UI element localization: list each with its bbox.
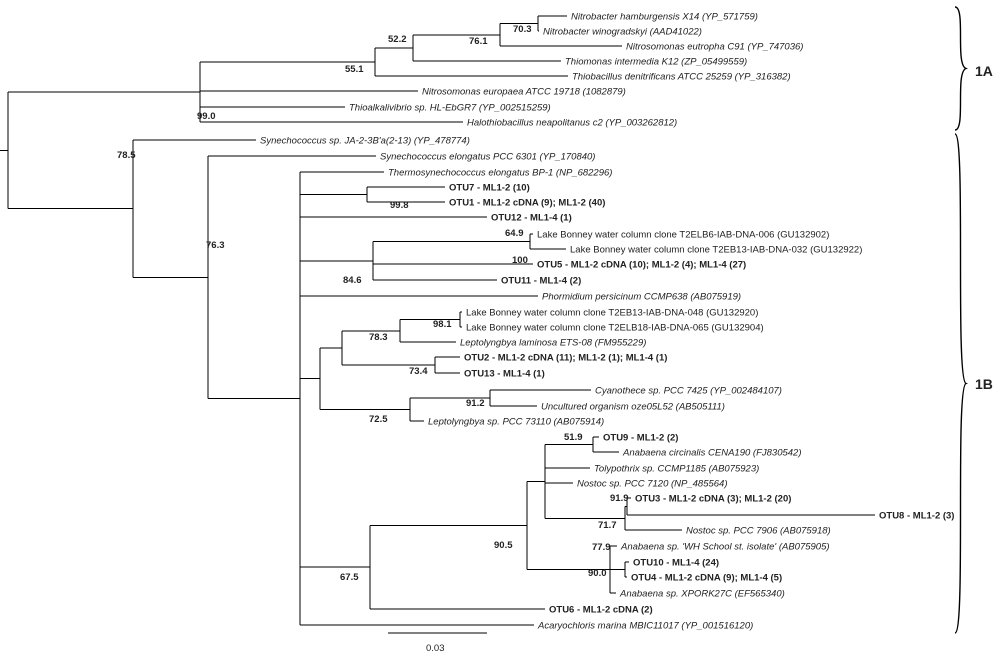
bootstrap-value: 67.5 xyxy=(340,572,359,583)
taxon-label: OTU5 - ML1-2 cDNA (10); ML1-2 (4); ML1-4… xyxy=(537,260,746,271)
bootstrap-value: 73.4 xyxy=(409,366,428,377)
taxon-label: OTU4 - ML1-2 cDNA (9); ML1-4 (5) xyxy=(631,573,782,584)
taxon-label: OTU8 - ML1-2 (3) xyxy=(879,511,954,522)
taxon-label: Nitrosomonas europaea ATCC 19718 (108287… xyxy=(422,87,626,98)
taxon-label: OTU2 - ML1-2 cDNA (11); ML1-2 (1); ML1-4… xyxy=(464,353,667,364)
bootstrap-value: 98.1 xyxy=(433,319,452,330)
bootstrap-value: 70.3 xyxy=(513,24,532,35)
bootstrap-value: 77.9 xyxy=(592,542,611,553)
taxon-label: Phormidium persicinum CCMP638 (AB075919) xyxy=(542,292,741,303)
taxon-label: Anabaena circinalis CENA190 (FJ830542) xyxy=(622,448,802,459)
taxon-label: Lake Bonney water column clone T2ELB6-IA… xyxy=(537,230,829,241)
bootstrap-value: 99.8 xyxy=(390,200,409,211)
scale-bar-label: 0.03 xyxy=(426,643,445,654)
taxon-label: Nitrobacter winogradskyi (AAD41022) xyxy=(543,27,702,38)
bootstrap-value: 90.5 xyxy=(494,540,513,551)
bootstrap-value: 78.5 xyxy=(117,150,136,161)
taxon-label: OTU11 - ML1-4 (2) xyxy=(501,276,581,287)
taxon-label: OTU12 - ML1-4 (1) xyxy=(491,213,572,224)
bootstrap-value: 76.3 xyxy=(206,240,225,251)
taxon-label: Synechococcus sp. JA-2-3B'a(2-13) (YP_47… xyxy=(260,136,470,147)
taxon-label: Lake Bonney water column clone T2ELB18-I… xyxy=(466,323,764,334)
taxon-label: OTU1 - ML1-2 cDNA (9); ML1-2 (40) xyxy=(449,198,605,209)
taxon-label: Leptolyngbya laminosa ETS-08 (FM955229) xyxy=(460,338,646,349)
taxon-label: Acaryochloris marina MBIC11017 (YP_00151… xyxy=(537,621,753,632)
taxon-label: Lake Bonney water column clone T2EB13-IA… xyxy=(466,308,758,319)
bootstrap-value: 76.1 xyxy=(469,36,488,47)
taxon-label: Cyanothece sp. PCC 7425 (YP_002484107) xyxy=(595,386,782,397)
taxon-label: OTU7 - ML1-2 (10) xyxy=(449,183,530,194)
taxon-label: Leptolyngbya sp. PCC 73110 (AB075914) xyxy=(428,417,604,428)
clade-label-1b: 1B xyxy=(975,376,993,392)
taxon-label: Nostoc sp. PCC 7120 (NP_485564) xyxy=(577,479,728,490)
bootstrap-value: 100 xyxy=(512,255,528,266)
taxon-label: Halothiobacillus neapolitanus c2 (YP_003… xyxy=(467,118,677,129)
bootstrap-value: 84.6 xyxy=(343,275,362,286)
taxon-label: OTU10 - ML1-4 (24) xyxy=(633,558,719,569)
taxon-label: Synechococcus elongatus PCC 6301 (YP_170… xyxy=(380,152,595,163)
clade-brace xyxy=(954,6,969,131)
clade-label-1a: 1A xyxy=(975,63,993,79)
taxon-label: Uncultured organism oze05L52 (AB505111) xyxy=(541,402,725,413)
taxon-label: OTU13 - ML1-4 (1) xyxy=(464,369,545,380)
taxon-label: Thermosynechococcus elongatus BP-1 (NP_6… xyxy=(388,168,612,179)
taxon-label: Thioalkalivibrio sp. HL-EbGR7 (YP_002515… xyxy=(349,103,551,114)
taxon-label: OTU6 - ML1-2 cDNA (2) xyxy=(549,605,653,616)
bootstrap-value: 78.3 xyxy=(369,332,388,343)
taxon-label: Anabaena sp. 'WH School st. isolate' (AB… xyxy=(620,542,830,553)
bootstrap-value: 64.9 xyxy=(505,228,524,239)
bootstrap-value: 91.9 xyxy=(610,493,629,504)
taxon-label: Anabaena sp. XPORK27C (EF565340) xyxy=(619,589,785,600)
taxon-label: Tolypothrix sp. CCMP1185 (AB075923) xyxy=(594,464,759,475)
bootstrap-value: 52.2 xyxy=(388,34,407,45)
taxon-label: OTU9 - ML1-2 (2) xyxy=(603,433,678,444)
taxon-label: Nitrobacter hamburgensis X14 (YP_571759) xyxy=(571,12,758,23)
bootstrap-value: 55.1 xyxy=(345,64,364,75)
bootstrap-value: 90.0 xyxy=(588,568,607,579)
taxon-label: Nostoc sp. PCC 7906 (AB075918) xyxy=(686,526,831,537)
taxon-label: Thiomonas intermedia K12 (ZP_05499559) xyxy=(565,57,747,68)
bootstrap-value: 51.9 xyxy=(564,432,583,443)
clade-brace xyxy=(954,133,968,634)
taxon-label: Nitrosomonas eutropha C91 (YP_747036) xyxy=(626,42,803,53)
bootstrap-value: 72.5 xyxy=(369,414,388,425)
taxon-label: OTU3 - ML1-2 cDNA (3); ML1-2 (20) xyxy=(635,494,791,505)
taxon-label: Thiobacillus denitrificans ATCC 25259 (Y… xyxy=(572,72,791,83)
bootstrap-value: 91.2 xyxy=(466,398,485,409)
bootstrap-value: 71.7 xyxy=(598,520,617,531)
bootstrap-value: 99.0 xyxy=(197,111,216,122)
taxon-label: Lake Bonney water column clone T2EB13-IA… xyxy=(570,245,862,256)
